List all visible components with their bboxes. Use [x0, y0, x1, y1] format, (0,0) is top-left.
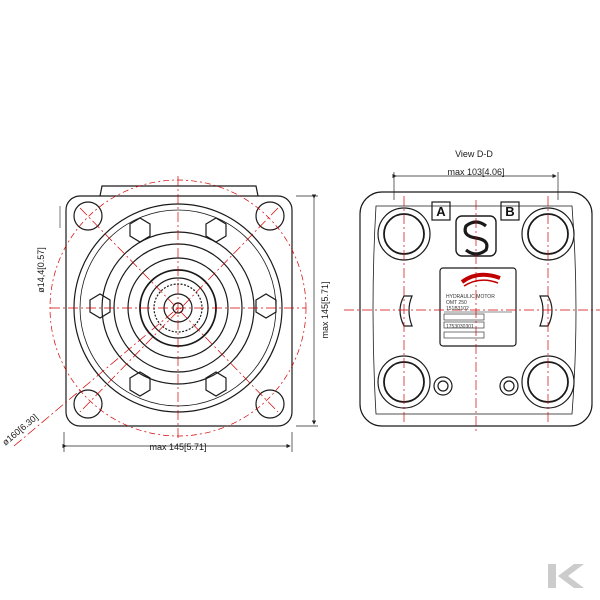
- side-slot-right: [539, 295, 553, 327]
- nameplate-line2: OMT 250: [446, 300, 467, 306]
- hex-bolt-3: [89, 293, 111, 319]
- small-port-left: [433, 376, 453, 396]
- hex-bolt-2: [205, 217, 227, 243]
- mounting-hole-tl: [73, 201, 103, 231]
- hex-bolt-6: [205, 371, 227, 397]
- front-centerlines: [13, 176, 307, 447]
- dim-width-label: max 145[5.71]: [149, 442, 206, 452]
- danfoss-logo-icon: [460, 272, 501, 287]
- watermark-logo-icon: [548, 564, 584, 588]
- front-top-lip: [99, 185, 259, 197]
- side-slot-left: [399, 295, 413, 327]
- mounting-hole-tr: [255, 201, 285, 231]
- view-title: View D-D: [455, 149, 493, 159]
- hex-bolt-5: [129, 371, 151, 397]
- nameplate-line5: 1753030301: [446, 324, 474, 330]
- small-port-left-inner: [437, 380, 449, 392]
- mounting-hole-br: [255, 389, 285, 419]
- side-dimensions: [392, 172, 559, 200]
- front-dimensions: [59, 194, 318, 452]
- small-port-right: [499, 376, 519, 396]
- mounting-flange: [65, 195, 293, 427]
- hex-bolt-1: [129, 217, 151, 243]
- port-b-label: B: [505, 204, 514, 219]
- dim-hole-label: ø14,4[0.57]: [36, 247, 46, 293]
- small-port-right-inner: [503, 380, 515, 392]
- port-a-box: [431, 201, 451, 221]
- nameplate: [439, 267, 517, 347]
- dim-height-label: max 145[5.71]: [320, 281, 330, 338]
- port-b-box: [500, 201, 520, 221]
- hex-bolt-4: [255, 293, 277, 319]
- mounting-hole-bl: [73, 389, 103, 419]
- dim-port-spacing-label: max 103[4.06]: [447, 167, 504, 177]
- nameplate-line3: 151B3102: [446, 306, 469, 312]
- side-centerlines: [344, 196, 600, 432]
- nameplate-line1: HYDRAULIC MOTOR: [446, 294, 495, 300]
- front-view: [65, 185, 293, 427]
- housing-inner-contour: [372, 205, 577, 415]
- port-a-label: A: [436, 204, 446, 219]
